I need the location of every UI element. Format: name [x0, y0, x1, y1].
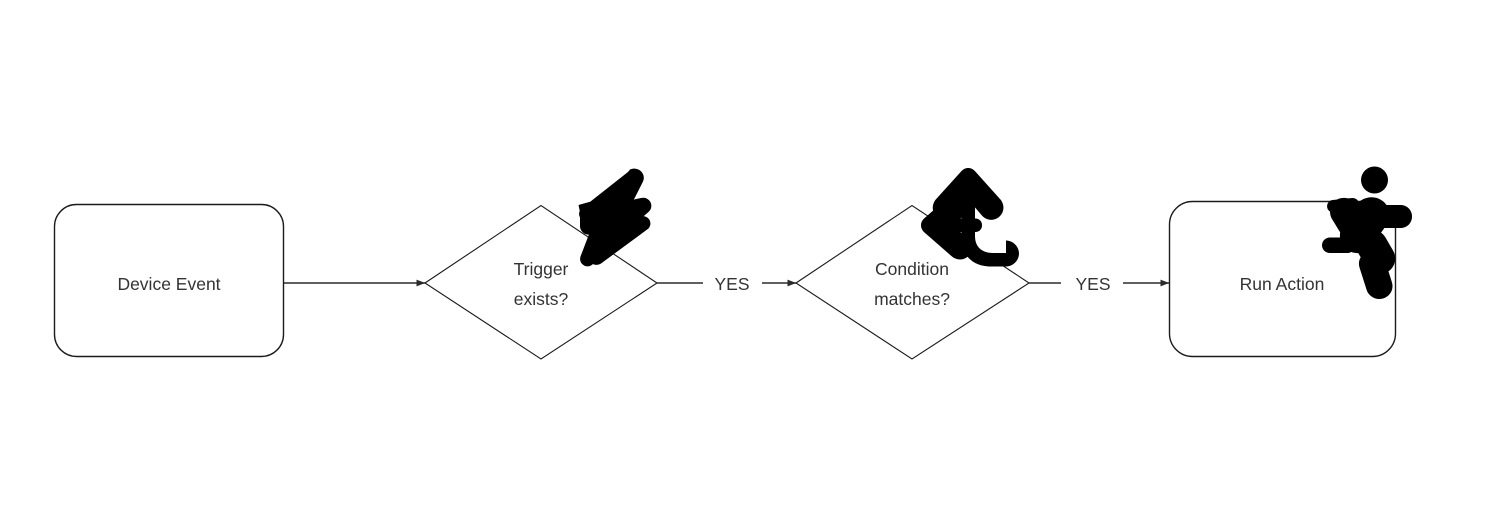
edge-condition-to-run-action: YES — [1029, 274, 1170, 294]
node-device-event[interactable]: Device Event — [53, 203, 285, 358]
trigger-exists-label-line1: Trigger — [514, 259, 569, 279]
branch-arrow-icon — [921, 168, 1019, 267]
lightning-bolt-icon — [578, 168, 652, 267]
edge-3-label-yes: YES — [1075, 274, 1110, 294]
node-condition-matches[interactable]: Condition matches? — [795, 168, 1031, 360]
run-action-label: Run Action — [1240, 274, 1325, 294]
condition-matches-label-line2: matches? — [874, 289, 950, 309]
edge-trigger-to-condition: YES — [657, 274, 797, 294]
condition-matches-label-line1: Condition — [875, 259, 949, 279]
running-person-icon — [1322, 166, 1412, 300]
trigger-exists-label-line2: exists? — [514, 289, 569, 309]
condition-matches-diamond[interactable] — [795, 204, 1031, 360]
node-trigger-exists[interactable]: Trigger exists? — [424, 168, 658, 360]
edge-2-label-yes: YES — [714, 274, 749, 294]
device-event-label: Device Event — [117, 274, 220, 294]
node-run-action[interactable]: Run Action — [1168, 166, 1413, 358]
device-event-box[interactable] — [53, 203, 285, 358]
